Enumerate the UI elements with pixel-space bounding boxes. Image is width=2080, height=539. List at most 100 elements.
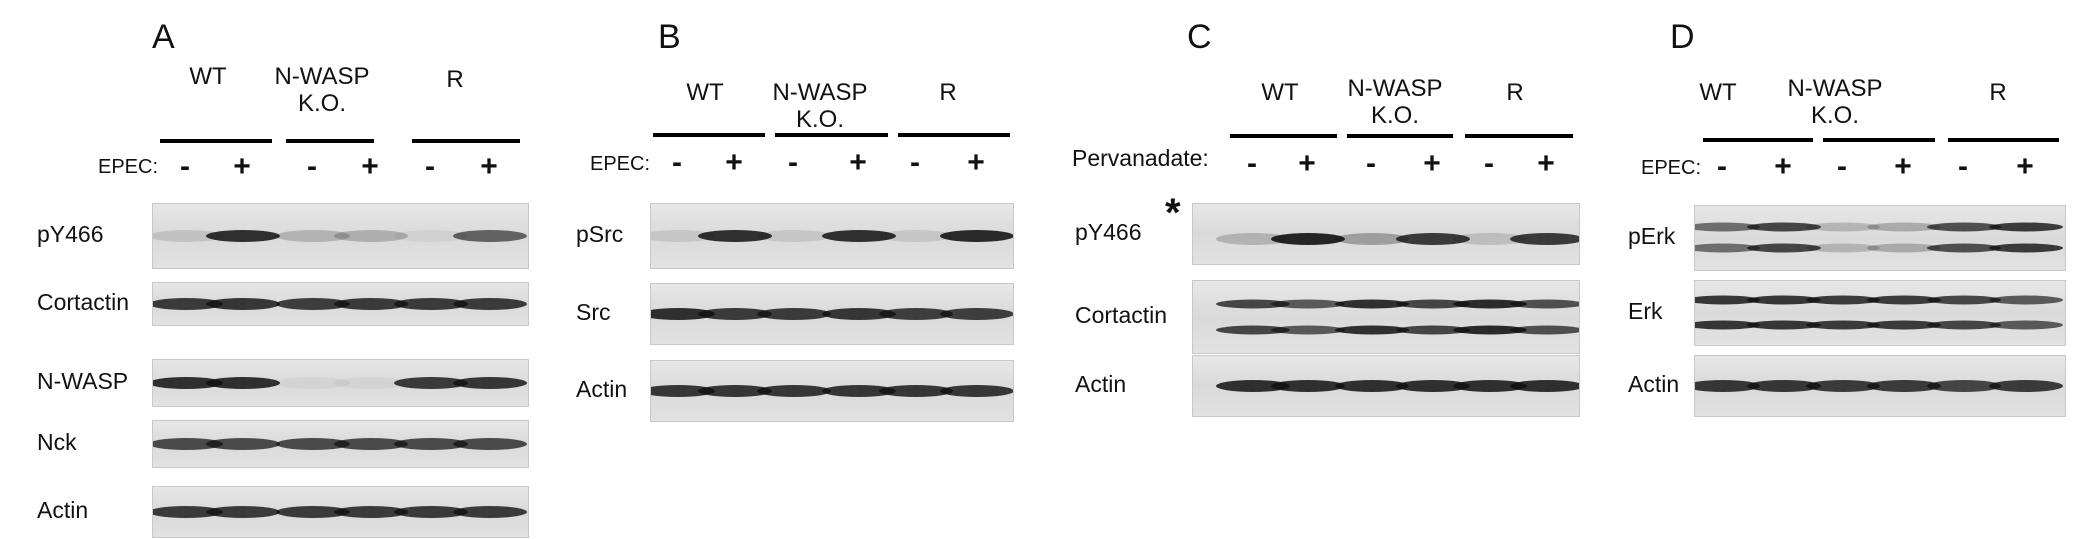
blot-band <box>651 230 715 242</box>
asterisk-mark: * <box>1165 191 1181 235</box>
blot-label: Actin <box>1075 371 1127 397</box>
plus-sign: + <box>1423 147 1441 180</box>
blot-band <box>1927 320 2001 330</box>
blot-band <box>1271 232 1345 245</box>
blot-band <box>1396 380 1470 392</box>
plus-sign: + <box>233 150 251 183</box>
blot-band <box>1335 232 1409 245</box>
blot-strip <box>1192 280 1580 354</box>
panel-letter: B <box>658 18 681 56</box>
blot-band <box>153 506 223 518</box>
blot-label: Cortactin <box>1075 302 1168 328</box>
group-bar <box>1823 138 1935 142</box>
blot-band <box>453 438 527 450</box>
blot-strip <box>1694 355 2066 417</box>
minus-sign: - <box>180 150 190 183</box>
blot-band <box>1510 232 1579 245</box>
blot-strip <box>152 420 529 468</box>
blot-band <box>276 298 350 310</box>
blot-band <box>1747 320 1821 330</box>
minus-sign: - <box>1366 147 1376 180</box>
blot-strip <box>1694 205 2066 271</box>
minus-sign: - <box>425 150 435 183</box>
blot-band <box>1216 232 1290 245</box>
blot-band <box>1335 325 1409 335</box>
blot-band <box>1216 325 1290 335</box>
blot-band <box>757 308 831 320</box>
blot-band <box>1989 222 2063 232</box>
blot-band <box>1927 243 2001 253</box>
blot-band <box>757 230 831 242</box>
blot-band <box>1510 380 1579 392</box>
group-bar <box>775 133 888 137</box>
blot-label: Nck <box>37 429 77 455</box>
blot-band <box>1867 222 1941 232</box>
blot-strip <box>152 203 529 269</box>
blot-band <box>1695 295 1760 305</box>
blot-band <box>1695 222 1760 232</box>
blot-band <box>822 385 896 397</box>
blot-band <box>940 385 1013 397</box>
blot-band <box>1335 299 1409 309</box>
blot-strip <box>152 282 529 326</box>
blot-band <box>334 438 408 450</box>
blot-band <box>334 377 408 389</box>
blot-band <box>1335 380 1409 392</box>
plus-sign: + <box>1774 150 1792 183</box>
treatment-label: Pervanadate: <box>1072 145 1209 171</box>
blot-band <box>651 308 715 320</box>
blot-label: pY466 <box>37 221 104 247</box>
blot-band <box>206 377 280 389</box>
blot-band <box>334 298 408 310</box>
group-bar <box>1230 134 1337 138</box>
plus-sign: + <box>1537 147 1555 180</box>
plus-sign: + <box>849 146 867 179</box>
group-label: R <box>939 79 957 106</box>
blot-band <box>206 298 280 310</box>
group-label: N-WASP K.O. <box>772 79 868 133</box>
group-label: WT <box>686 79 724 106</box>
blot-band <box>1271 325 1345 335</box>
blot-band <box>822 230 896 242</box>
blot-band <box>153 230 223 242</box>
blot-band <box>206 230 280 242</box>
blot-band <box>940 230 1013 242</box>
minus-sign: - <box>910 146 920 179</box>
blot-band <box>394 377 468 389</box>
blot-band <box>1271 299 1345 309</box>
blot-band <box>206 438 280 450</box>
blot-band <box>1216 380 1290 392</box>
blot-strip <box>1192 355 1580 417</box>
plus-sign: + <box>1894 150 1912 183</box>
group-bar <box>160 139 272 143</box>
group-bar <box>1347 134 1453 138</box>
blot-label: pY466 <box>1075 219 1142 245</box>
blot-band <box>698 385 772 397</box>
group-bar <box>1465 134 1573 138</box>
group-label: WT <box>1699 79 1737 106</box>
plus-sign: + <box>725 146 743 179</box>
blot-band <box>940 308 1013 320</box>
blot-strip <box>650 360 1014 422</box>
minus-sign: - <box>1247 147 1257 180</box>
blot-band <box>1867 295 1941 305</box>
blot-band <box>453 298 527 310</box>
group-label: R <box>1506 79 1524 106</box>
blot-band <box>1396 232 1470 245</box>
blot-band <box>276 506 350 518</box>
blot-band <box>1396 325 1470 335</box>
blot-band <box>822 308 896 320</box>
blot-band <box>453 377 527 389</box>
blot-band <box>1867 320 1941 330</box>
minus-sign: - <box>1958 150 1968 183</box>
blot-band <box>1695 320 1760 330</box>
blot-band <box>1989 295 2063 305</box>
blot-band <box>453 230 527 242</box>
blot-band <box>1510 299 1579 309</box>
plus-sign: + <box>361 150 379 183</box>
blot-band <box>276 438 350 450</box>
minus-sign: - <box>1717 150 1727 183</box>
blot-band <box>394 230 468 242</box>
